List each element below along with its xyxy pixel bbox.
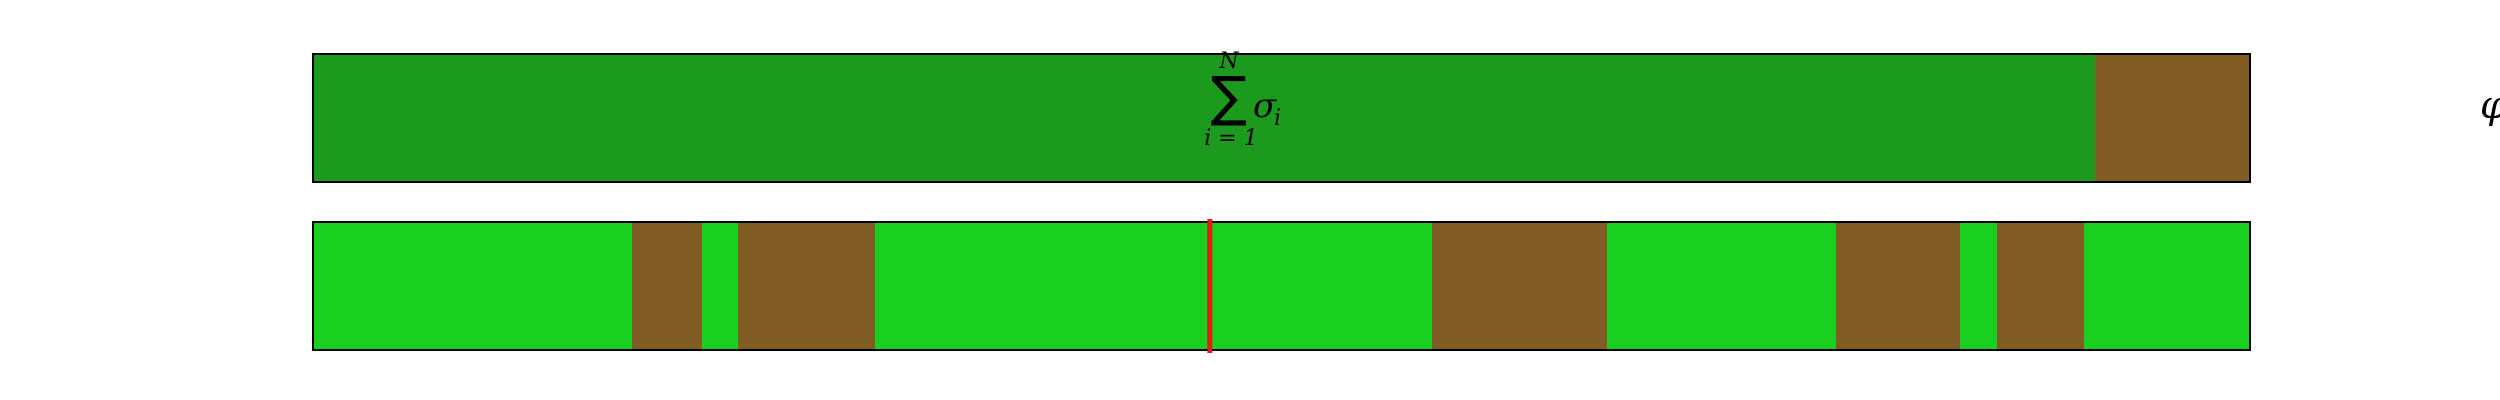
bottom-bar-segment-brown: [632, 222, 702, 350]
bottom-bar-segment-brown: [1836, 222, 1960, 350]
sum-symbol: ∑: [1211, 65, 1247, 128]
bottom-bar-segment-green: [875, 222, 1432, 350]
sum-upper-limit: N: [1218, 49, 1239, 74]
top-bar-segment-green: [313, 54, 2096, 182]
bottom-bar: [312, 219, 2251, 353]
summation-label: N ∑ i = 1 σ i: [1204, 49, 1281, 151]
bottom-bar-segment-green: [2084, 222, 2250, 350]
bottom-bar-segment-green: [702, 222, 738, 350]
bottom-bar-segments: [313, 222, 2250, 350]
side-phi-label: φ: [2480, 83, 2500, 127]
bottom-bar-segment-green: [1607, 222, 1836, 350]
bottom-bar-segment-brown: [1997, 222, 2084, 350]
bottom-bar-segment-brown: [738, 222, 875, 350]
top-bar-segments: [313, 54, 2250, 182]
bottom-bar-segment-brown: [1432, 222, 1607, 350]
top-bar: N ∑ i = 1 σ i: [312, 49, 2251, 183]
top-bar-outline: [312, 53, 2251, 183]
sum-lower-limit: i = 1: [1204, 126, 1257, 151]
bottom-bar-segment-green: [313, 222, 632, 350]
sum-term-subscript: i: [1274, 106, 1281, 131]
bottom-bar-outline: [312, 221, 2251, 351]
sum-term: σ: [1253, 86, 1277, 126]
bottom-bar-segment-green: [1960, 222, 1997, 350]
top-bar-segment-brown: [2095, 54, 2250, 182]
